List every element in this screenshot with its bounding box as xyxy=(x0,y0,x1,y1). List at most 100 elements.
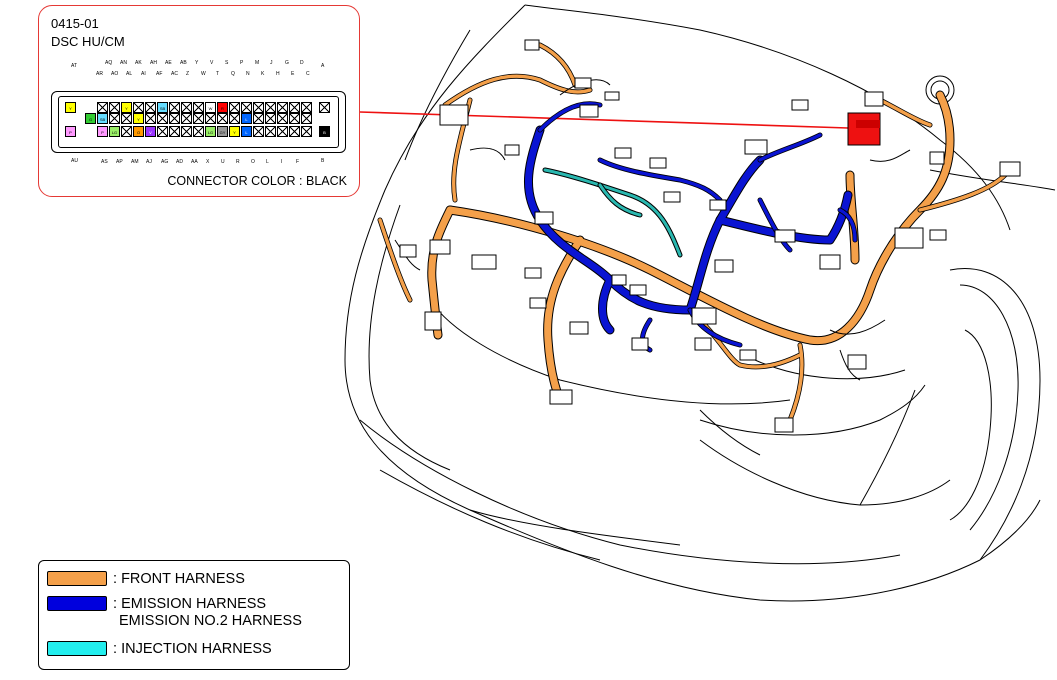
connector-pin: Y xyxy=(133,113,144,124)
connector-pin: P xyxy=(65,126,76,137)
connector-pin xyxy=(319,102,330,113)
highlighted-dsc-connector xyxy=(847,112,881,146)
connector-pin xyxy=(253,113,264,124)
connector-pin: Y xyxy=(229,126,240,137)
connector-pin xyxy=(241,102,252,113)
connector-pin: GY xyxy=(217,126,228,137)
pin-label: AS xyxy=(101,159,108,165)
connector-pin xyxy=(253,126,264,137)
pin-label: Y xyxy=(195,60,199,66)
connector-code: 0415-01 xyxy=(51,16,99,31)
pin-label: J xyxy=(270,60,273,66)
connector-pin: SB xyxy=(157,102,168,113)
car-body-outline xyxy=(344,4,1056,602)
connector-pin-blank xyxy=(277,113,288,124)
pin-label: AO xyxy=(111,71,119,77)
pin-label: Z xyxy=(186,71,190,77)
connector-pin-blank xyxy=(301,113,312,124)
pin-label: AI xyxy=(141,71,146,77)
connector-pin: LG xyxy=(205,126,216,137)
pin-label: S xyxy=(225,60,229,66)
connector-pin: R xyxy=(217,102,228,113)
pin-label: AA xyxy=(191,159,198,165)
connector-pin-blank xyxy=(289,113,300,124)
pin-label: I xyxy=(281,159,283,165)
pin-label: M xyxy=(255,60,260,66)
connector-pin xyxy=(109,102,120,113)
pin-label: AR xyxy=(96,71,103,77)
connector-pin-blank xyxy=(265,102,276,113)
connector-pin-blank xyxy=(301,126,312,137)
connector-pin xyxy=(181,102,192,113)
pin-label: X xyxy=(206,159,210,165)
pin-corner-bottom-left: AU xyxy=(71,158,78,164)
connector-pin: B xyxy=(319,126,330,137)
pin-label: U xyxy=(221,159,225,165)
pin-label: AB xyxy=(180,60,187,66)
pin-label: W xyxy=(201,71,206,77)
pin-label: L xyxy=(266,159,269,165)
connector-pin xyxy=(109,113,120,124)
pin-label: F xyxy=(296,159,300,165)
connector-pin-blank xyxy=(289,102,300,113)
connector-pin-blank xyxy=(277,102,288,113)
connector-pin: L xyxy=(241,126,252,137)
legend-swatch-front xyxy=(47,571,107,586)
connector-pin xyxy=(193,126,204,137)
pin-corner-bottom-right: B xyxy=(321,158,325,164)
pin-label: N xyxy=(246,71,250,77)
connector-pin-blank xyxy=(277,126,288,137)
pin-label: Q xyxy=(231,71,235,77)
highlighted-connector-shade xyxy=(856,120,880,128)
connector-pin-blank xyxy=(265,113,276,124)
pin-label: AM xyxy=(131,159,139,165)
pin-label: AD xyxy=(176,159,183,165)
legend-label-injection: : INJECTION HARNESS xyxy=(113,641,272,657)
legend-item-front: : FRONT HARNESS xyxy=(47,571,245,588)
pin-label: C xyxy=(306,71,310,77)
connector-pin xyxy=(121,113,132,124)
connector-pin xyxy=(145,113,156,124)
callout-leader-line xyxy=(359,111,849,129)
connector-pin xyxy=(205,113,216,124)
connector-pin xyxy=(253,102,264,113)
pin-label: D xyxy=(300,60,304,66)
legend-swatch-emission xyxy=(47,596,107,611)
connector-pin: L xyxy=(241,113,252,124)
connector-pin: O xyxy=(133,126,144,137)
connector-pin xyxy=(193,113,204,124)
connector-pin: Y xyxy=(121,102,132,113)
pin-label: R xyxy=(236,159,240,165)
connector-pin xyxy=(217,113,228,124)
connector-pin xyxy=(133,102,144,113)
connector-pin xyxy=(145,102,156,113)
connectors xyxy=(399,39,1021,433)
connector-pin xyxy=(157,126,168,137)
legend-label-front: : FRONT HARNESS xyxy=(113,571,245,587)
connector-pin xyxy=(97,102,108,113)
pin-corner-top-left: AT xyxy=(71,63,78,69)
pin-label: T xyxy=(216,71,220,77)
connector-color-note: CONNECTOR COLOR : BLACK xyxy=(167,174,347,188)
connector-pin xyxy=(181,113,192,124)
connector-pin xyxy=(193,102,204,113)
pin-label: AG xyxy=(161,159,169,165)
connector-pin xyxy=(121,126,132,137)
connector-pin xyxy=(157,113,168,124)
pin-label: K xyxy=(261,71,265,77)
pin-label: AE xyxy=(165,60,172,66)
connector-pin: P xyxy=(97,126,108,137)
connector-pin: Y xyxy=(65,102,76,113)
pin-label: AL xyxy=(126,71,133,77)
connector-pin: G xyxy=(85,113,96,124)
pin-label: AK xyxy=(135,60,142,66)
pin-label: V xyxy=(210,60,214,66)
connector-pin-blank xyxy=(265,126,276,137)
pin-label: E xyxy=(291,71,295,77)
legend-item-injection: : INJECTION HARNESS xyxy=(47,641,272,658)
connector-pin-blank xyxy=(289,126,300,137)
